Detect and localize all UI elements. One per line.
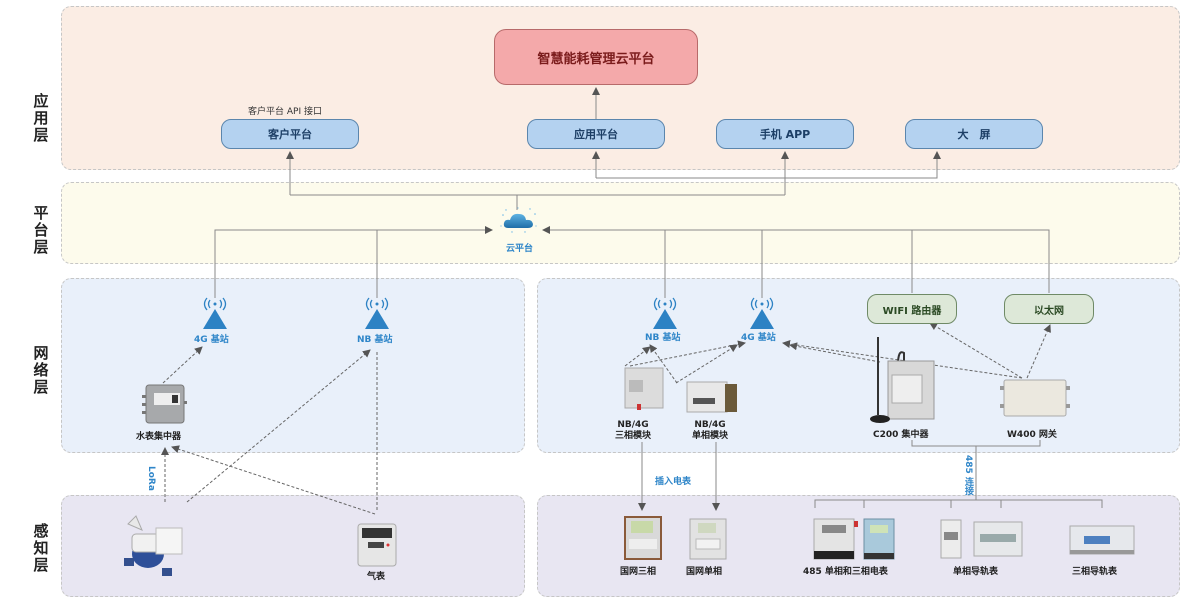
line-water-to-nb [186, 349, 371, 503]
left-nb-station-label: NB 基站 [357, 335, 393, 345]
state-grid-three-phase-label: 国网三相 [620, 567, 657, 577]
layer-label-perception: 感知层 [33, 522, 49, 574]
signal-tower-icon [750, 297, 774, 329]
lora-link-label: LoRa [146, 466, 156, 491]
network-layer-panel-left [61, 278, 525, 453]
water-concentrator-device [142, 384, 187, 424]
three-phase-module-line2: 三相模块 [615, 431, 652, 441]
three-phase-din-meter [1069, 525, 1135, 555]
single-phase-din-meter-a [940, 519, 962, 559]
signal-tower-icon [653, 297, 677, 329]
line-to-big-screen [596, 152, 938, 179]
rs485-meters-label: 485 单相和三相电表 [803, 567, 888, 577]
application-platform-button[interactable]: 应用平台 [527, 119, 665, 149]
right-4g-station-label: 4G 基站 [741, 333, 776, 343]
ethernet-box[interactable]: 以太网 [1004, 294, 1094, 324]
state-grid-single-phase-meter [689, 518, 727, 560]
single-phase-module-line2: 单相模块 [692, 431, 729, 441]
layer-label-network: 网络层 [33, 344, 49, 396]
line-gateway-to-ethernet [1026, 324, 1051, 379]
api-note: 客户平台 API 接口 [248, 107, 322, 117]
single-phase-module-label: NB/4G 单相模块 [692, 420, 728, 442]
single-phase-module-device [686, 381, 737, 413]
right-nb-station-label: NB 基站 [645, 333, 681, 343]
line-concentrator-to-4g [162, 346, 203, 384]
big-screen-button[interactable]: 大 屏 [905, 119, 1043, 149]
three-phase-din-meter-label: 三相导轨表 [1072, 567, 1118, 577]
water-concentrator-label: 水表集中器 [136, 432, 182, 442]
three-phase-module-line1: NB/4G [617, 420, 649, 430]
layer-label-platform: 平台层 [33, 204, 49, 256]
single-phase-din-meter-label: 单相导轨表 [953, 567, 999, 577]
c200-concentrator-label: C200 集中器 [873, 430, 929, 440]
signal-tower-icon [203, 297, 227, 329]
line-left-4g-to-cloud [214, 229, 490, 298]
single-phase-din-meter-b [973, 521, 1023, 557]
rs485-three-phase-meter [863, 518, 895, 560]
line-485-bus [814, 499, 1103, 508]
three-phase-module-device [624, 367, 664, 410]
mobile-app-button[interactable]: 手机 APP [716, 119, 854, 149]
gas-meter-label: 气表 [367, 572, 386, 582]
plug-in-meter-label: 插入电表 [655, 477, 692, 487]
signal-tower-icon [365, 297, 389, 329]
state-grid-single-phase-label: 国网单相 [686, 567, 723, 577]
client-platform-button[interactable]: 客户平台 [221, 119, 359, 149]
line-gas-to-concentrator [171, 445, 376, 515]
water-meter-device [124, 515, 183, 576]
smart-energy-cloud-platform[interactable]: 智慧能耗管理云平台 [494, 29, 698, 85]
platform-layer-panel [61, 182, 1180, 264]
three-phase-module-label: NB/4G 三相模块 [615, 420, 651, 442]
c200-concentrator-device [870, 337, 935, 423]
layer-label-application: 应用层 [33, 92, 49, 144]
w400-gateway-device [1000, 379, 1070, 417]
single-phase-module-line1: NB/4G [694, 420, 726, 430]
cloud-icon [500, 207, 537, 233]
gas-meter-device [357, 523, 397, 567]
cloud-platform-label: 云平台 [506, 244, 534, 254]
w400-gateway-label: W400 网关 [1007, 430, 1057, 440]
left-4g-station-label: 4G 基站 [194, 335, 229, 345]
wifi-router-box[interactable]: WIFI 路由器 [867, 294, 957, 324]
state-grid-three-phase-meter [624, 516, 662, 560]
line-right-to-cloud [545, 229, 1050, 293]
rs485-single-phase-meter [813, 518, 858, 560]
line-gateway-to-wifi [929, 322, 1023, 379]
rs485-link-label: 485 连接 [963, 455, 973, 495]
